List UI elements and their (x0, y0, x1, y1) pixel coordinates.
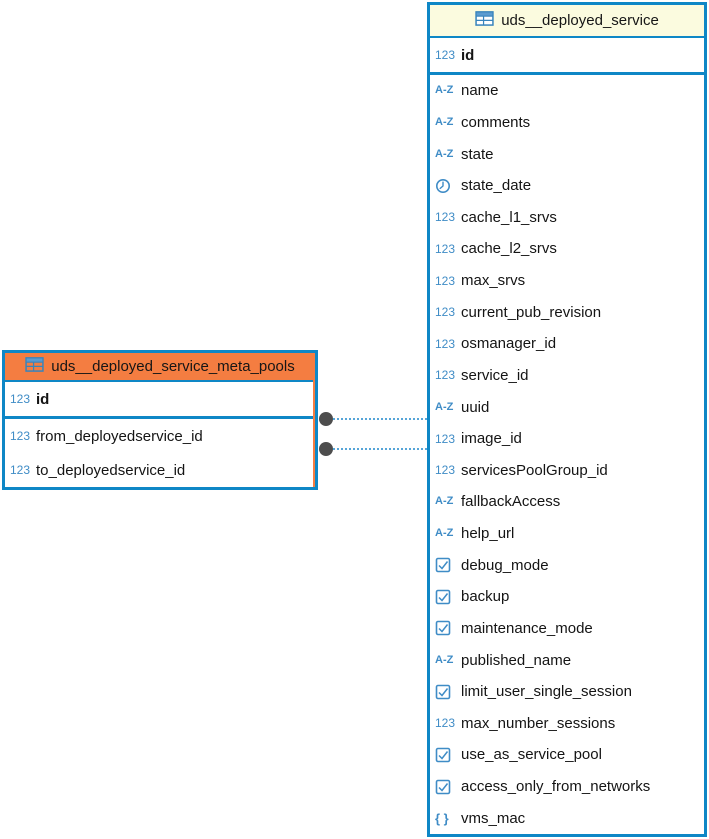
primary-key-name: id (36, 390, 50, 408)
relation-line[interactable] (320, 448, 427, 450)
column-name: state (461, 145, 494, 163)
boolean-type-icon (435, 684, 461, 700)
numeric-type-icon: 123 (10, 392, 31, 406)
text-type-icon: A-Z (435, 115, 454, 128)
primary-key-row[interactable]: 123 id (430, 38, 704, 75)
numeric-type-icon: 123 (435, 241, 456, 256)
column-name: fallbackAccess (461, 493, 561, 511)
boolean-type-icon (435, 620, 461, 636)
column-name: debug_mode (461, 556, 549, 574)
table-column-row[interactable]: access_only_from_networks (430, 771, 704, 803)
table-header[interactable]: uds__deployed_service (430, 5, 704, 38)
table-column-row[interactable]: 123 max_number_sessions (430, 708, 704, 740)
numeric-type-icon: 123 (435, 305, 456, 320)
table-column-row[interactable]: A-Z name (430, 75, 704, 107)
column-name: maintenance_mode (461, 619, 593, 637)
primary-key-row[interactable]: 123 id (5, 382, 315, 419)
column-name: image_id (461, 430, 522, 448)
numeric-type-icon: 123 (435, 210, 456, 225)
relation-endpoint-dot (319, 442, 333, 456)
boolean-type-icon (435, 747, 461, 763)
column-name: max_number_sessions (461, 714, 616, 732)
table-icon (475, 10, 494, 31)
column-list: 123 from_deployedservice_id 123 to_deplo… (5, 419, 315, 487)
table-column-row[interactable]: A-Z uuid (430, 391, 704, 423)
numeric-type-icon: 123 (435, 273, 456, 288)
numeric-type-icon: 123 (435, 716, 456, 731)
text-type-icon: A-Z (435, 400, 454, 413)
entity-uds-deployed-service-meta-pools[interactable]: uds__deployed_service_meta_pools 123 id … (2, 350, 318, 490)
numeric-type-icon: 123 (10, 429, 31, 443)
table-column-row[interactable]: 123 to_deployedservice_id (5, 453, 315, 487)
table-column-row[interactable]: 123 current_pub_revision (430, 296, 704, 328)
table-header[interactable]: uds__deployed_service_meta_pools (5, 353, 315, 382)
table-column-row[interactable]: A-Z state (430, 138, 704, 170)
text-type-icon: A-Z (435, 653, 454, 666)
table-column-row[interactable]: A-Z fallbackAccess (430, 486, 704, 518)
numeric-type-icon: 123 (10, 463, 31, 477)
table-column-row[interactable]: debug_mode (430, 549, 704, 581)
table-title: uds__deployed_service_meta_pools (51, 358, 295, 375)
numeric-type-icon: 123 (435, 431, 456, 446)
table-column-row[interactable]: 123 osmanager_id (430, 328, 704, 360)
numeric-type-icon: 123 (435, 336, 456, 351)
table-column-row[interactable]: 123 cache_l2_srvs (430, 233, 704, 265)
table-column-row[interactable]: 123 service_id (430, 360, 704, 392)
text-type-icon: A-Z (435, 147, 454, 160)
column-list: A-Z name A-Z comments A-Z state state_da… (430, 75, 704, 834)
table-column-row[interactable]: 123 from_deployedservice_id (5, 419, 315, 453)
numeric-type-icon: 123 (435, 368, 456, 383)
column-name: osmanager_id (461, 335, 557, 353)
table-column-row[interactable]: use_as_service_pool (430, 739, 704, 771)
column-name: cache_l1_srvs (461, 208, 557, 226)
table-column-row[interactable]: limit_user_single_session (430, 676, 704, 708)
boolean-type-icon (435, 589, 461, 605)
table-column-row[interactable]: 123 max_srvs (430, 265, 704, 297)
table-edge-highlight (313, 353, 315, 487)
column-name: current_pub_revision (461, 303, 602, 321)
table-column-row[interactable]: maintenance_mode (430, 613, 704, 645)
column-name: name (461, 82, 499, 100)
boolean-type-icon (435, 557, 461, 573)
column-name: uuid (461, 398, 490, 416)
table-column-row[interactable]: backup (430, 581, 704, 613)
numeric-type-icon: 123 (435, 463, 456, 478)
numeric-type-icon: 123 (435, 48, 456, 62)
column-name: from_deployedservice_id (36, 427, 203, 445)
relation-line[interactable] (320, 418, 427, 420)
table-column-row[interactable]: 123 image_id (430, 423, 704, 455)
column-name: limit_user_single_session (461, 683, 632, 701)
column-name: backup (461, 588, 510, 606)
text-type-icon: A-Z (435, 84, 454, 97)
column-name: state_date (461, 177, 532, 195)
column-name: cache_l2_srvs (461, 240, 557, 258)
relation-endpoint-dot (319, 412, 333, 426)
table-column-row[interactable]: A-Z help_url (430, 518, 704, 550)
column-name: servicesPoolGroup_id (461, 461, 608, 479)
table-column-row[interactable]: 123 servicesPoolGroup_id (430, 455, 704, 487)
column-name: access_only_from_networks (461, 778, 651, 796)
column-name: to_deployedservice_id (36, 461, 186, 479)
table-column-row[interactable]: A-Z published_name (430, 644, 704, 676)
table-column-row[interactable]: { } vms_mac (430, 802, 704, 834)
text-type-icon: A-Z (435, 495, 454, 508)
column-name: comments (461, 113, 531, 131)
column-name: vms_mac (461, 809, 526, 827)
boolean-type-icon (435, 779, 461, 795)
column-name: help_url (461, 525, 515, 543)
table-icon (25, 356, 44, 377)
table-column-row[interactable]: A-Z comments (430, 107, 704, 139)
table-title: uds__deployed_service (501, 12, 659, 29)
entity-uds-deployed-service[interactable]: uds__deployed_service 123 id A-Z name A-… (427, 2, 707, 837)
column-name: use_as_service_pool (461, 746, 602, 764)
text-type-icon: A-Z (435, 527, 454, 540)
primary-key-name: id (461, 46, 475, 64)
column-name: published_name (461, 651, 572, 669)
column-name: service_id (461, 366, 529, 384)
column-name: max_srvs (461, 272, 526, 290)
table-column-row[interactable]: 123 cache_l1_srvs (430, 202, 704, 234)
json-type-icon: { } (435, 810, 449, 826)
datetime-type-icon (435, 178, 461, 194)
table-column-row[interactable]: state_date (430, 170, 704, 202)
